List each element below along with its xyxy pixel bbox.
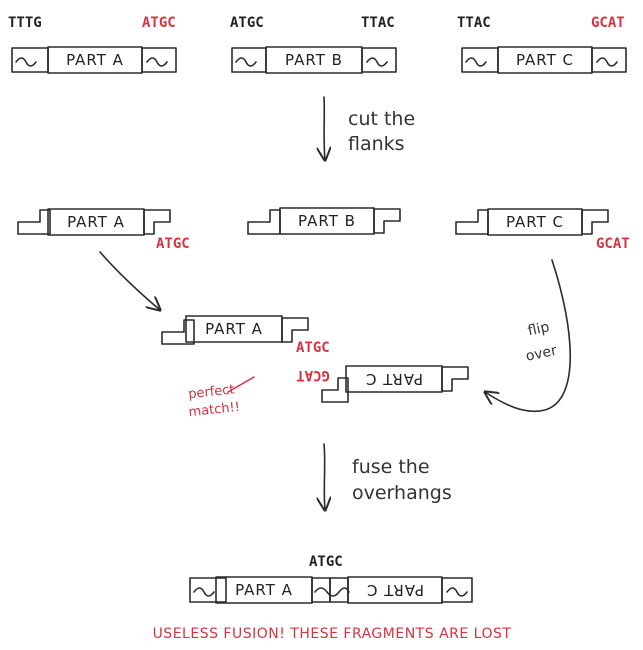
flip-arrow-icon bbox=[485, 259, 572, 413]
cut-part-b: PART B bbox=[247, 207, 401, 235]
orange-flank-block bbox=[361, 47, 397, 73]
result-footer: USELESS FUSION! THESE FRAGMENTS ARE LOST bbox=[153, 626, 512, 642]
cut-part-c-code: GCAT bbox=[596, 236, 630, 252]
flip-caption-line2: over bbox=[524, 343, 558, 365]
cut-caption-line2: flanks bbox=[348, 133, 405, 155]
top-part-c-left-code: TTAC bbox=[457, 15, 491, 31]
match-part-a: PART A bbox=[161, 315, 309, 345]
fused-construct: PART A PART C bbox=[189, 576, 473, 604]
flip-caption-line1: flip bbox=[526, 319, 551, 339]
step-cut-flanks: cut the flanks bbox=[324, 96, 415, 160]
down-arrow-icon bbox=[324, 443, 325, 510]
red-junction-block bbox=[329, 577, 349, 603]
cut-part-c-label: PART C bbox=[506, 213, 564, 231]
blue-flank-block bbox=[189, 577, 227, 603]
flipped-part-c-label: PART C bbox=[365, 370, 423, 388]
top-part-b-left-code: ATGC bbox=[230, 15, 264, 31]
diagonal-arrow-icon bbox=[99, 251, 160, 310]
cut-caption-line1: cut the bbox=[348, 108, 415, 130]
top-part-c: TTAC GCAT PART C bbox=[457, 15, 627, 74]
match-part-a-label: PART A bbox=[205, 320, 263, 338]
blue-overhang-block bbox=[17, 209, 51, 235]
result-code: ATGC bbox=[309, 554, 343, 570]
match-code-flipped: GCAT bbox=[296, 367, 330, 383]
green-overhang-block bbox=[247, 209, 281, 235]
orange-overhang-block bbox=[441, 366, 469, 392]
top-part-a-left-code: TTTG bbox=[8, 15, 42, 31]
top-part-a-right-code: ATGC bbox=[142, 15, 176, 31]
red-flank-block bbox=[591, 47, 627, 73]
step-fuse-overhangs: fuse the overhangs bbox=[324, 443, 452, 510]
top-part-b-label: PART B bbox=[285, 51, 343, 69]
fuse-caption-line2: overhangs bbox=[352, 482, 452, 504]
blue-overhang-block bbox=[161, 319, 195, 345]
match-note-line1: perfect bbox=[188, 382, 236, 402]
cut-part-a: PART A ATGC bbox=[17, 208, 190, 252]
top-part-b: ATGC TTAC PART B bbox=[230, 15, 397, 74]
orange-flank-block bbox=[441, 577, 473, 603]
top-part-a: TTTG ATGC PART A bbox=[8, 15, 177, 74]
top-part-b-right-code: TTAC bbox=[361, 15, 395, 31]
result-part-c-label: PART C bbox=[366, 581, 424, 599]
top-part-c-label: PART C bbox=[516, 51, 574, 69]
flipped-part-c: PART C bbox=[321, 365, 469, 403]
top-part-c-right-code: GCAT bbox=[591, 15, 625, 31]
top-part-a-label: PART A bbox=[66, 51, 124, 69]
cut-part-b-label: PART B bbox=[298, 212, 356, 230]
orange-overhang-block bbox=[373, 208, 401, 234]
fuse-caption-line1: fuse the bbox=[352, 456, 430, 478]
cut-part-a-code: ATGC bbox=[156, 236, 190, 252]
match-code-top: ATGC bbox=[296, 340, 330, 356]
green-overhang-block bbox=[143, 209, 171, 235]
cut-part-c: PART C GCAT bbox=[455, 208, 630, 252]
cut-part-a-label: PART A bbox=[67, 213, 125, 231]
orange-overhang-block bbox=[455, 209, 489, 235]
green-junction-block bbox=[311, 577, 331, 603]
note-pointer-line bbox=[227, 376, 255, 393]
green-overhang-block bbox=[281, 317, 309, 343]
red-overhang-block bbox=[581, 209, 609, 235]
down-arrow-icon bbox=[324, 96, 325, 160]
result-part-a-label: PART A bbox=[235, 581, 293, 599]
match-note-line2: match!! bbox=[188, 400, 241, 420]
green-flank-block bbox=[141, 47, 177, 73]
red-overhang-block bbox=[321, 377, 349, 403]
